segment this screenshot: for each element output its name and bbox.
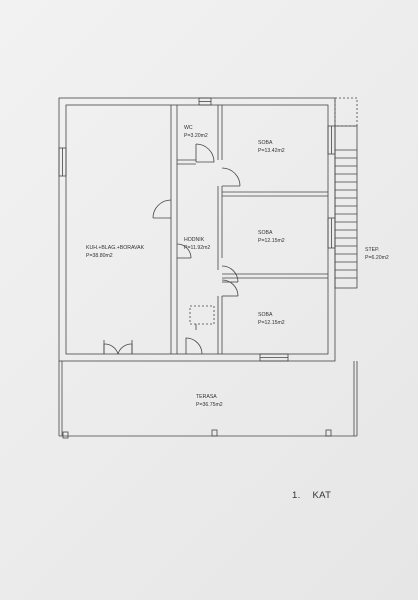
stairs-area: P=6.20m2 <box>365 255 389 261</box>
outer-wall-inner-line <box>65 104 329 355</box>
shaft-dashed <box>189 305 215 325</box>
windows <box>58 97 336 362</box>
room1-name: SOBA <box>258 140 273 146</box>
stair-outline <box>334 125 358 289</box>
wc-name: WC <box>184 125 193 131</box>
terrace-name: TERASA <box>196 394 217 400</box>
stair-treads <box>335 149 357 279</box>
room3-name: SOBA <box>258 312 273 318</box>
living-room-name: KUH.+BLAG.+BORAVAK <box>86 245 145 251</box>
floor-name: KAT <box>312 490 332 501</box>
doors <box>103 143 241 355</box>
terrace-area: P=36.75m2 <box>196 402 223 408</box>
living-room-area: P=38.80m2 <box>86 253 113 259</box>
room2-name: SOBA <box>258 230 273 236</box>
wc-area: P=3.20m2 <box>184 133 208 139</box>
hall-name: HODNIK <box>184 237 205 243</box>
terrace-outline <box>58 361 358 439</box>
room2-area: P=12.15m2 <box>258 238 285 244</box>
floor-number: 1. <box>292 490 301 501</box>
stair-dashed-outline <box>334 97 358 127</box>
stairs-name: STEP. <box>365 247 379 253</box>
floor-caption: 1. KAT <box>292 490 343 501</box>
hall-area: P=11.92m2 <box>184 245 210 251</box>
room3-area: P=12.15m2 <box>258 320 285 326</box>
interior-walls <box>170 105 328 354</box>
room1-area: P=13.42m2 <box>258 148 285 154</box>
